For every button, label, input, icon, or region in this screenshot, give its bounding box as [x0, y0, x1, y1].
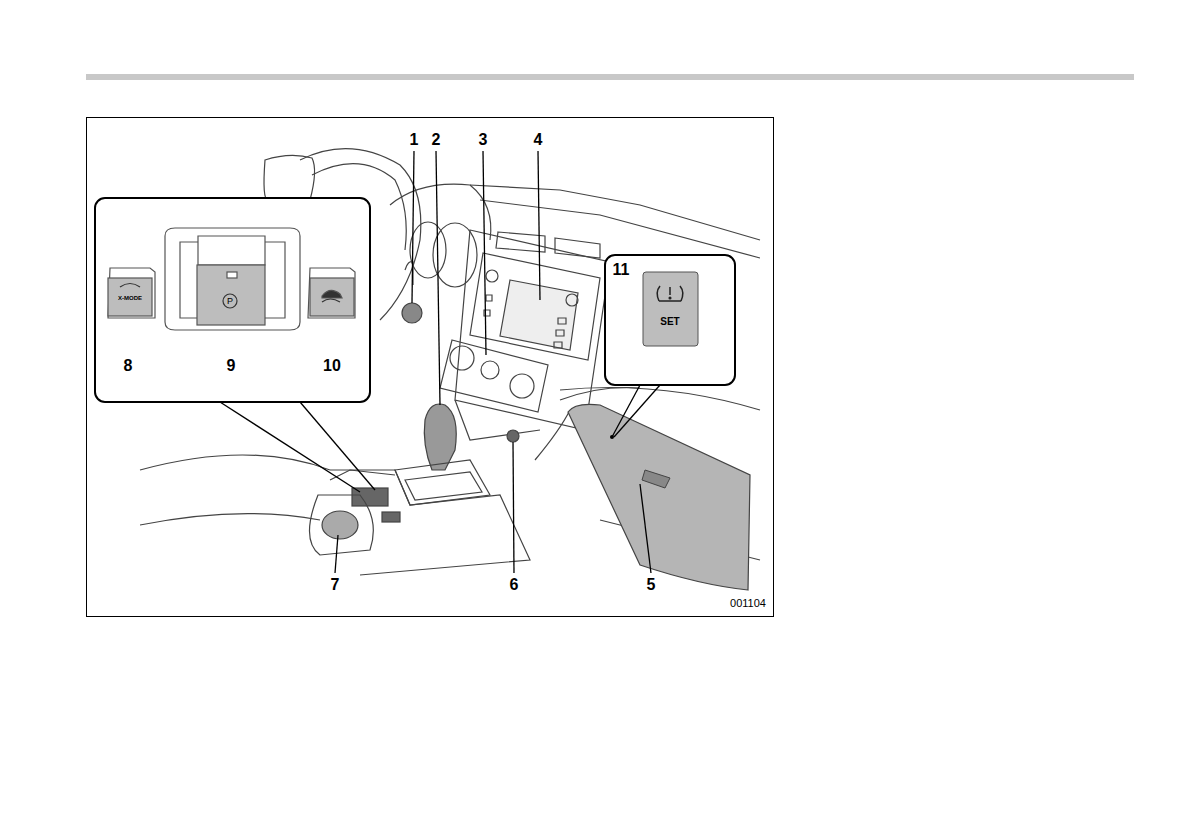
- header-bar: [86, 74, 1134, 80]
- callout-number: 11: [613, 262, 630, 278]
- figure-id: 001104: [730, 598, 766, 609]
- tpms-button: [643, 272, 698, 346]
- callout-number: 5: [647, 577, 656, 593]
- glove-box: [568, 404, 750, 590]
- figure-frame: [87, 118, 774, 617]
- callout-number: 4: [534, 132, 543, 148]
- callout-number: 2: [432, 132, 441, 148]
- button-symbol: P: [227, 297, 233, 306]
- callout-number: 8: [124, 358, 133, 374]
- button-label: SET: [660, 317, 679, 327]
- inset-panel: [95, 198, 370, 402]
- callout-number: 3: [479, 132, 488, 148]
- callout-number: 6: [510, 577, 519, 593]
- inset-switches: [108, 228, 355, 330]
- callout-number: 9: [227, 358, 236, 374]
- button-label: X-MODE: [118, 295, 142, 301]
- glove-box-handle: [642, 470, 670, 488]
- callout-number: 10: [323, 358, 341, 374]
- tpms-symbol: [657, 286, 683, 301]
- callout-number: 7: [331, 577, 340, 593]
- callout-number: 1: [410, 132, 419, 148]
- inset-panel: [605, 255, 735, 385]
